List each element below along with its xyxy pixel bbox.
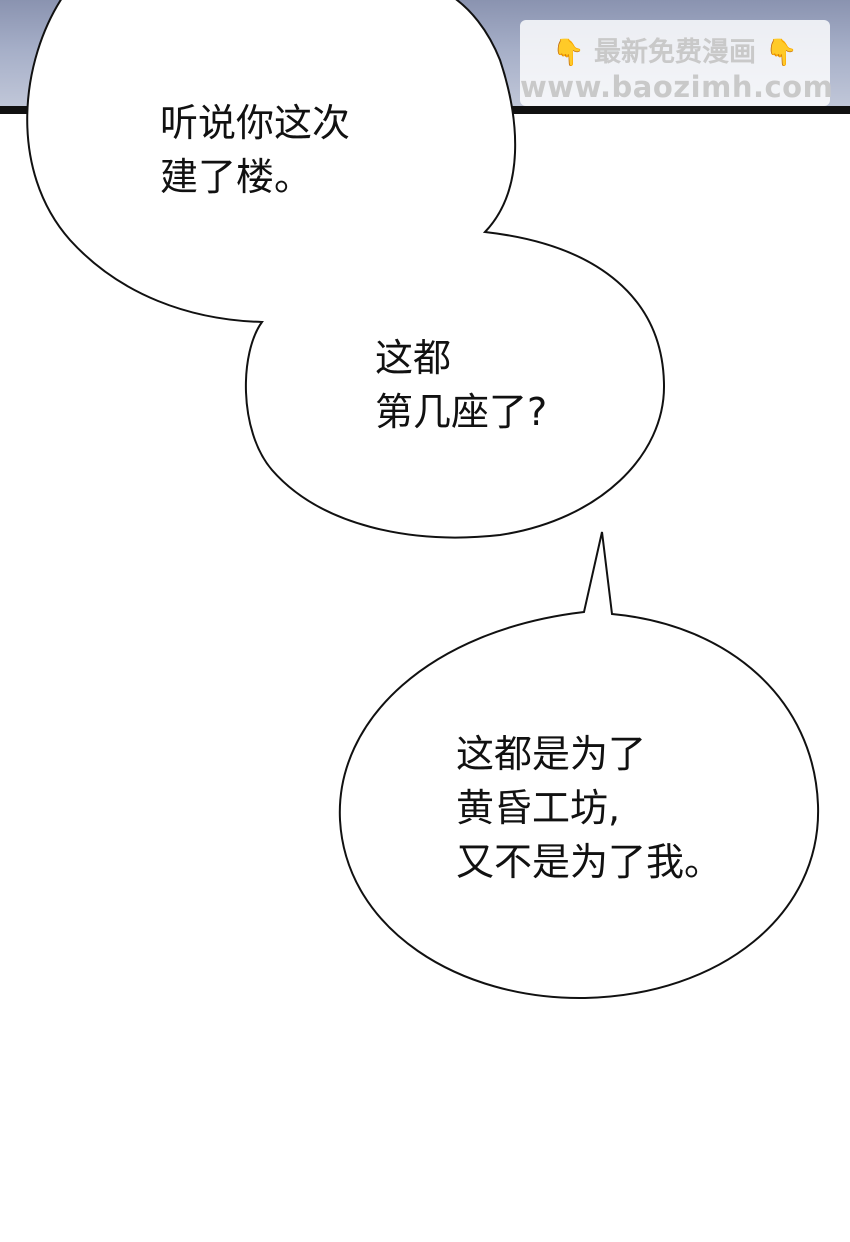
dialogue-line: 又不是为了我。: [456, 840, 723, 884]
dialogue-line: 这都: [375, 336, 452, 380]
speech-bubble-1-shape: [26, 0, 666, 539]
pointing-down-hand-icon: 👇: [765, 38, 798, 68]
pointing-down-hand-icon: 👇: [552, 38, 585, 68]
dialogue-line: 黄昏工坊,: [456, 786, 621, 830]
dialogue-line: 第几座了?: [375, 390, 548, 434]
speech-bubble-3-text: 这都是为了 黄昏工坊, 又不是为了我。: [456, 727, 722, 889]
watermark-url: www.baozimh.com: [520, 70, 834, 104]
dialogue-line: 听说你这次: [160, 101, 351, 145]
dialogue-line: 这都是为了: [456, 732, 647, 776]
dialogue-line: 建了楼。: [160, 155, 313, 199]
speech-bubble-1-text: 听说你这次 建了楼。: [160, 96, 350, 204]
speech-bubble-2-text: 这都 第几座了?: [375, 331, 547, 439]
site-watermark: 👇 最新免费漫画 👇 www.baozimh.com: [520, 20, 834, 106]
watermark-title: 最新免费漫画: [594, 37, 756, 68]
speech-bubble-3-shape: [338, 531, 820, 1000]
watermark-title-row: 👇 最新免费漫画 👇: [520, 30, 830, 69]
